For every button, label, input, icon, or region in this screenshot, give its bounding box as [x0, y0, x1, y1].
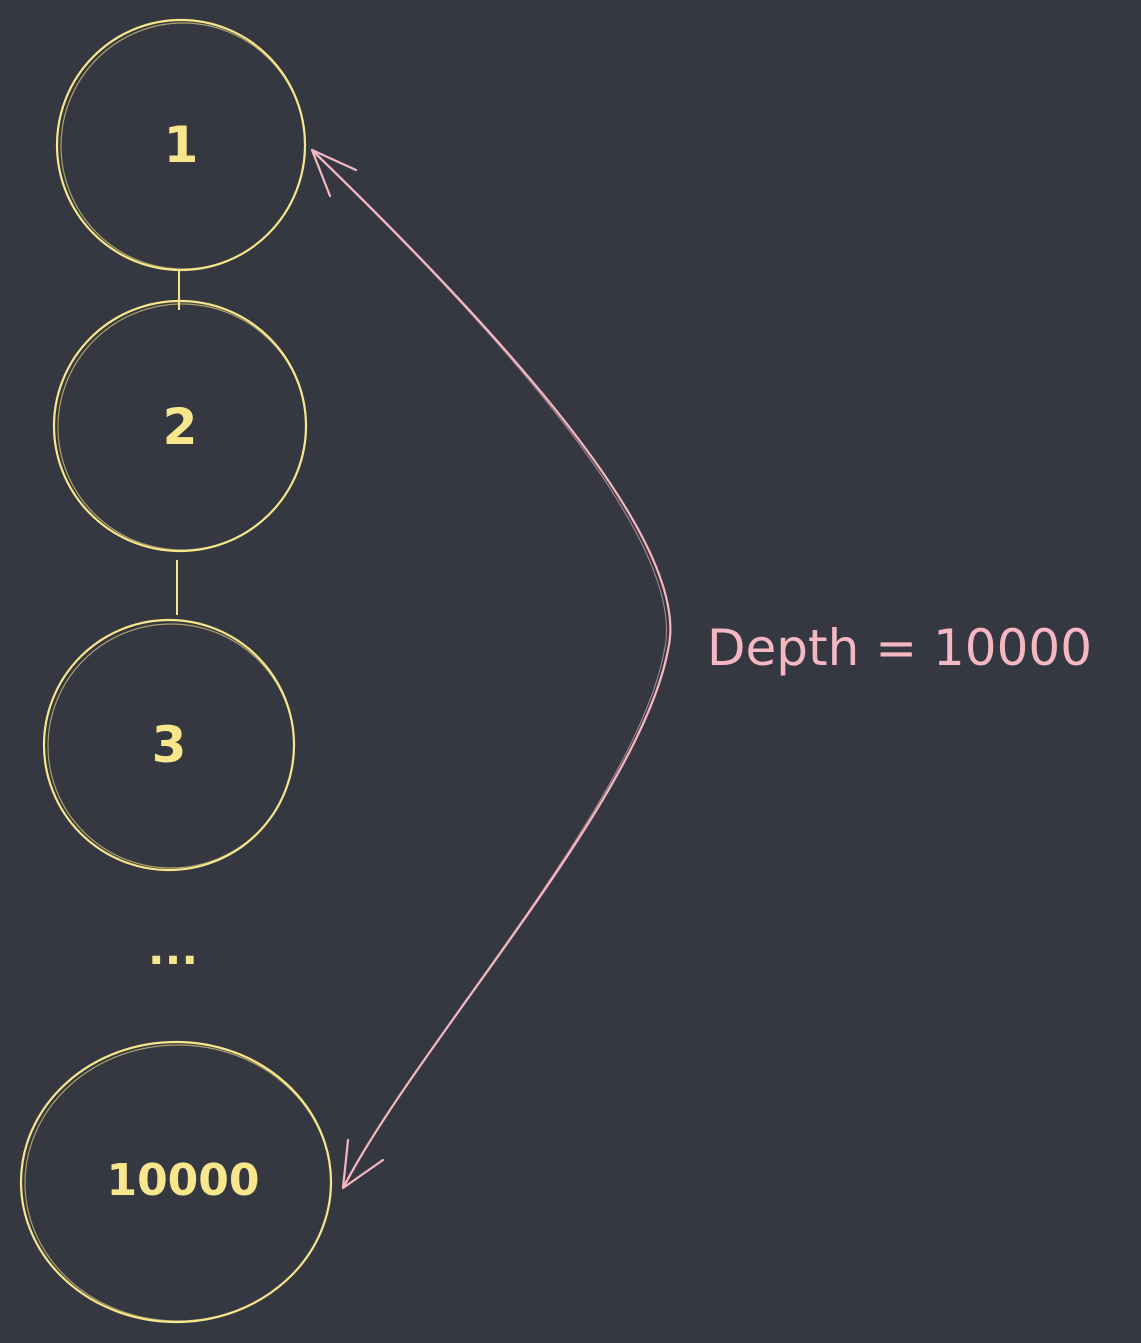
- node-10000-label: 10000: [106, 1155, 259, 1206]
- node-10000-circle-sketch: [24, 1044, 332, 1322]
- node-1-circle-sketch: [60, 22, 306, 270]
- node-1: 1: [55, 18, 307, 272]
- node-3-circle-sketch: [47, 623, 295, 869]
- node-3: 3: [42, 618, 296, 872]
- arrowhead-top-icon: [310, 148, 358, 198]
- node-2: 2: [52, 299, 308, 553]
- node-10000: 10000: [19, 1040, 333, 1324]
- ellipsis-label: ...: [148, 924, 198, 975]
- node-3-label: 3: [152, 716, 187, 774]
- depth-arrow-curve: [311, 149, 672, 1189]
- depth-arrow: [310, 148, 672, 1190]
- depth-arrow-curve-sketch: [313, 152, 668, 1187]
- depth-label: Depth = 10000: [707, 619, 1092, 677]
- node-1-label: 1: [164, 116, 199, 174]
- node-2-circle-sketch: [57, 303, 307, 551]
- arrowhead-bottom-icon: [341, 1138, 385, 1190]
- node-2-label: 2: [163, 398, 198, 456]
